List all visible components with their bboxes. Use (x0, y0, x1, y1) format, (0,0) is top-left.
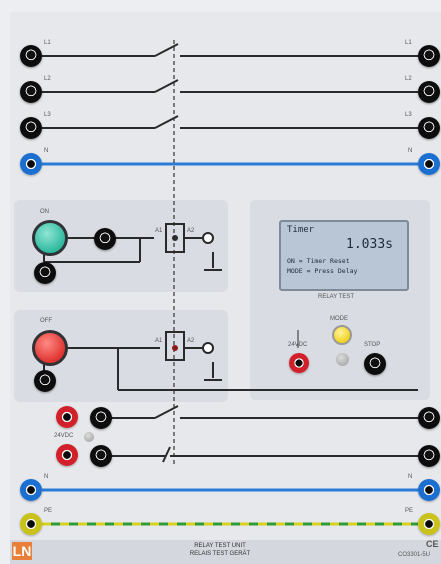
a2-bottom-label: A2 (187, 338, 195, 344)
contact-b-socket-left[interactable] (90, 445, 112, 467)
footer-title-en: RELAY TEST UNIT (194, 543, 246, 549)
stop-socket[interactable] (364, 353, 386, 375)
l2-socket-right[interactable] (418, 81, 440, 103)
footer-bar (10, 540, 441, 564)
off-button-label: OFF (40, 318, 52, 324)
start-socket[interactable] (289, 353, 309, 373)
pe-socket-right[interactable] (418, 513, 440, 535)
on-button[interactable] (32, 220, 68, 256)
l3-socket-right[interactable] (418, 117, 440, 139)
contact-b (162, 446, 171, 463)
n-socket-right[interactable] (418, 153, 440, 175)
n-socket-left[interactable] (20, 153, 42, 175)
l1-socket-right[interactable] (418, 45, 440, 67)
start-label: 24VDC (288, 342, 308, 348)
l3-label-right: L3 (405, 112, 412, 118)
stop-label: STOP (364, 342, 381, 348)
on-button-label: ON (40, 209, 49, 215)
l1-contact (154, 43, 179, 57)
pe-label-left: PE (44, 508, 53, 514)
mode-label: MODE (330, 316, 348, 322)
l2-socket-left[interactable] (20, 81, 42, 103)
ce-mark: CE (426, 539, 439, 549)
product-code: CO3301-5U (398, 552, 431, 558)
supply-label: 24VDC (54, 433, 74, 439)
n-label-right: N (408, 148, 413, 154)
contact-b-socket-right[interactable] (418, 445, 440, 467)
display-line-1: Timer (287, 225, 315, 235)
off-button[interactable] (32, 330, 68, 366)
l2-label-right: L2 (405, 76, 412, 82)
l2-label-left: L2 (44, 76, 51, 82)
l1-socket-left[interactable] (20, 45, 42, 67)
display-line-4: MODE = Press Delay (287, 267, 358, 275)
on-socket-1[interactable] (94, 228, 116, 250)
footer-title-de: RELAIS TEST GERÄT (189, 551, 251, 557)
coil-top-terminal[interactable] (202, 232, 214, 244)
a1-bottom-label: A1 (155, 338, 163, 344)
pe-label-right: PE (405, 508, 414, 514)
supply-socket-2[interactable] (56, 444, 78, 466)
display-line-3: ON = Timer Reset (287, 257, 350, 265)
n-socket-right-bottom[interactable] (418, 479, 440, 501)
coil-bottom-terminal[interactable] (202, 342, 214, 354)
off-socket[interactable] (34, 370, 56, 392)
n-label-left-bottom: N (44, 474, 49, 480)
status-led (336, 353, 349, 366)
contact-a-socket-right[interactable] (418, 407, 440, 429)
coil-top-dot (172, 235, 178, 241)
a2-top-label: A2 (187, 228, 195, 234)
l3-socket-left[interactable] (20, 117, 42, 139)
supply-socket-1[interactable] (56, 406, 78, 428)
n-label-left: N (44, 148, 49, 154)
timer-display: Timer 1.033s ON = Timer Reset MODE = Pre… (279, 220, 409, 291)
l1-label-right: L1 (405, 40, 412, 46)
l3-label-left: L3 (44, 112, 51, 118)
n-socket-left-bottom[interactable] (20, 479, 42, 501)
brand-logo: LN (12, 542, 32, 560)
display-line-2: 1.033s (346, 237, 393, 252)
l1-label-left: L1 (44, 40, 51, 46)
n-label-right-bottom: N (408, 474, 413, 480)
relay-test-label: RELAY TEST (318, 294, 355, 300)
contact-a-socket-left[interactable] (90, 407, 112, 429)
mode-button[interactable] (332, 325, 352, 345)
coil-bottom (165, 331, 185, 361)
coil-bottom-dot (172, 345, 178, 351)
a1-top-label: A1 (155, 228, 163, 234)
supply-led (84, 432, 94, 442)
pe-socket-left[interactable] (20, 513, 42, 535)
contact-a (154, 405, 179, 419)
on-socket-2[interactable] (34, 262, 56, 284)
